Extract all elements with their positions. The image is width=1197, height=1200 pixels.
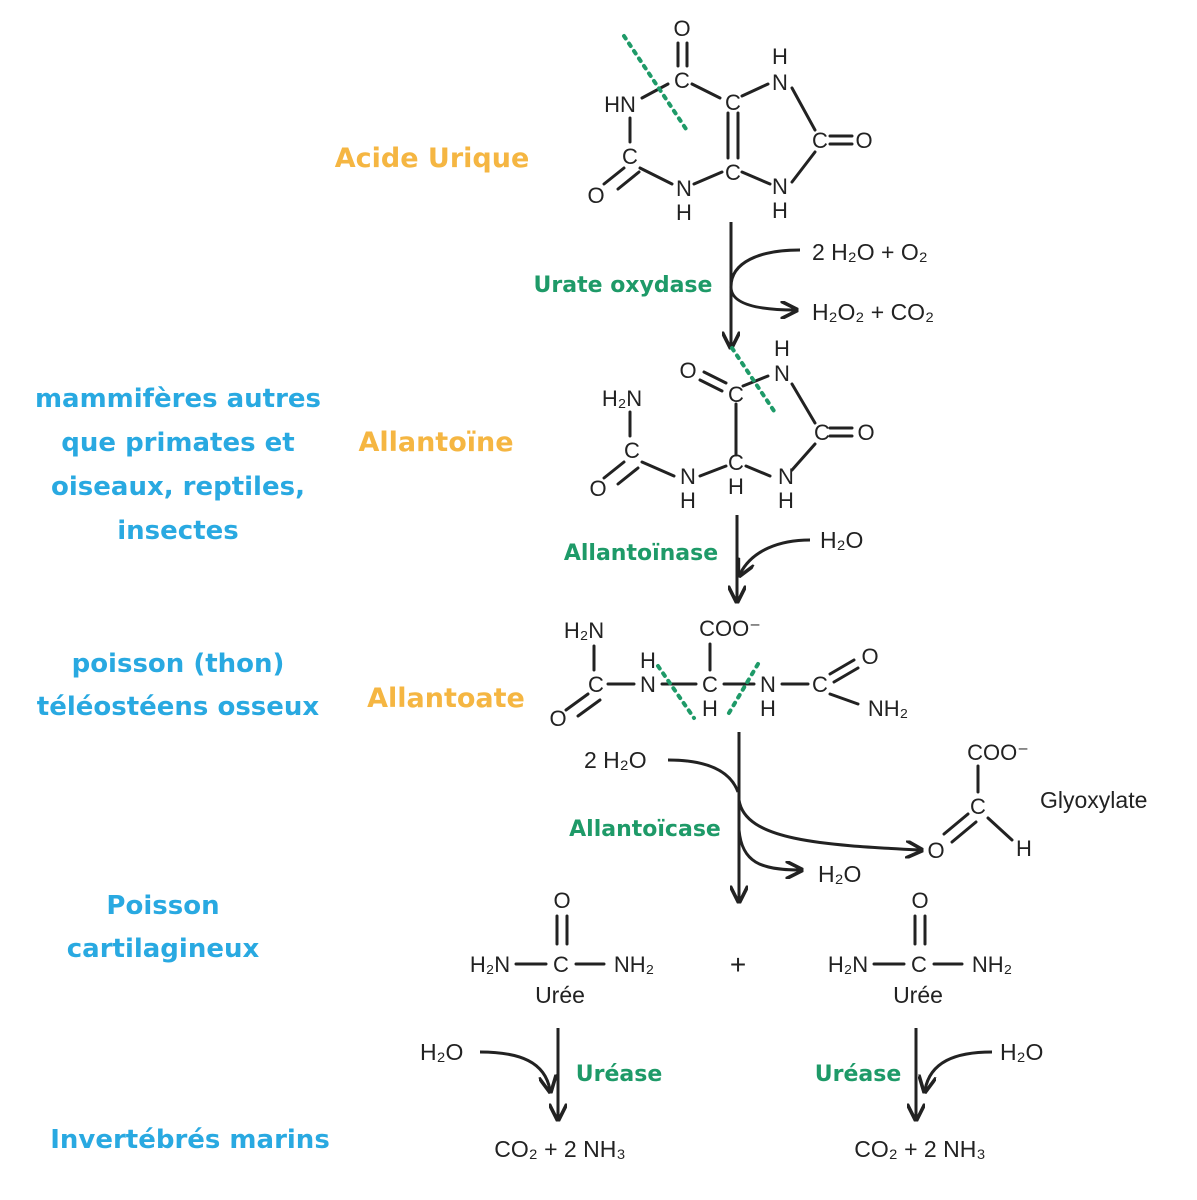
allantoin-structure: O C H N C O N H C H N H H₂N C O (589, 336, 874, 513)
atom-coo: COO⁻ (967, 740, 1029, 765)
allantoin-label: Allantoïne (358, 427, 513, 458)
atom-c: C (814, 420, 830, 445)
atom-h2n: H₂N (564, 618, 604, 643)
uric-acid-label: Acide Urique (335, 143, 530, 174)
reaction-arrow-2 (737, 515, 811, 600)
atom-o: O (549, 706, 566, 731)
species-mammals-line4: insectes (117, 516, 238, 546)
species-mammals-line1: mammifères autres (35, 384, 321, 414)
atom-n: N (676, 176, 692, 201)
atom-h: H (702, 696, 718, 721)
atom-o: O (861, 644, 878, 669)
species-fish-line1: poisson (thon) (72, 649, 285, 679)
atom-c: C (702, 672, 718, 697)
atom-h: H (774, 336, 790, 361)
atom-c: C (725, 160, 741, 185)
allantoate-structure: H₂N C O H N COO⁻ C H N H C O NH₂ (549, 616, 908, 731)
atom-o: O (553, 888, 570, 913)
atom-hn: HN (604, 92, 636, 117)
atom-o: O (855, 128, 872, 153)
atom-h: H (772, 198, 788, 223)
urea-right-structure: O H₂N C NH₂ (828, 888, 1012, 977)
allantoate-label: Allantoate (367, 683, 525, 714)
urease-left-products: CO₂ + 2 NH₃ (494, 1136, 625, 1162)
reaction-arrow-urease-left (479, 1028, 558, 1118)
atom-o: O (587, 183, 604, 208)
atom-h: H (728, 474, 744, 499)
glyoxylate-structure: COO⁻ C O H (927, 740, 1032, 863)
atom-coo: COO⁻ (699, 616, 761, 641)
atom-nh2: NH₂ (972, 952, 1012, 977)
species-invertebrates: Invertébrés marins (50, 1125, 330, 1155)
reaction3-water-in: 2 H₂O (584, 747, 647, 773)
reaction-arrow-1 (731, 222, 801, 346)
atom-o: O (927, 838, 944, 863)
atom-n: N (774, 361, 790, 386)
atom-n: N (772, 174, 788, 199)
uric-acid-structure: O C HN C O N H C C H N C O N H (587, 16, 872, 225)
urease-left-label: Uréase (576, 1062, 663, 1087)
reaction-arrow-urease-right (916, 1028, 993, 1118)
glyoxylate-label: Glyoxylate (1040, 787, 1147, 813)
species-fish-line2: téléostéens osseux (37, 692, 320, 722)
reaction-arrow-3 (667, 732, 920, 900)
atom-h: H (772, 44, 788, 69)
urease-right-water: H₂O (1000, 1039, 1043, 1065)
atom-h: H (760, 696, 776, 721)
species-cartilaginous-line2: cartilagineux (67, 934, 260, 964)
atom-c: C (970, 794, 986, 819)
reaction1-outputs: H₂O₂ + CO₂ (812, 299, 934, 325)
atom-o: O (911, 888, 928, 913)
atom-c: C (728, 382, 744, 407)
plus-sign: + (730, 949, 746, 980)
atom-h2n: H₂N (602, 386, 642, 411)
atom-c: C (911, 952, 927, 977)
urea-left-structure: O H₂N C NH₂ (470, 888, 654, 977)
urea-left-label: Urée (535, 982, 585, 1008)
atom-n: N (760, 672, 776, 697)
atom-o: O (589, 476, 606, 501)
urea-right-label: Urée (893, 982, 943, 1008)
atom-c: C (725, 90, 741, 115)
atom-c: C (624, 438, 640, 463)
atom-o: O (679, 358, 696, 383)
species-mammals-line2: que primates et (61, 428, 294, 458)
species-cartilaginous-line1: Poisson (106, 891, 219, 921)
atom-h: H (778, 488, 794, 513)
urease-right-products: CO₂ + 2 NH₃ (854, 1136, 985, 1162)
atom-o: O (673, 16, 690, 41)
atom-c: C (674, 68, 690, 93)
atom-nh2: NH₂ (614, 952, 654, 977)
reaction3-water-out: H₂O (818, 861, 861, 887)
atom-h: H (676, 200, 692, 225)
atom-c: C (812, 672, 828, 697)
reaction2-water: H₂O (820, 527, 863, 553)
atom-n: N (680, 464, 696, 489)
allantoicase-label: Allantoïcase (569, 817, 721, 842)
species-mammals-line3: oiseaux, reptiles, (51, 472, 305, 502)
urease-right-label: Uréase (815, 1062, 902, 1087)
atom-o: O (857, 420, 874, 445)
atom-n: N (778, 464, 794, 489)
reaction1-inputs: 2 H₂O + O₂ (812, 239, 928, 265)
atom-h: H (1016, 836, 1032, 861)
atom-nh2: NH₂ (868, 696, 908, 721)
atom-n: N (772, 70, 788, 95)
atom-h: H (680, 488, 696, 513)
urease-left-water: H₂O (420, 1039, 463, 1065)
allantoinase-label: Allantoïnase (564, 541, 718, 566)
atom-c: C (622, 144, 638, 169)
atom-h: H (640, 648, 656, 673)
atom-c: C (812, 128, 828, 153)
atom-n: N (640, 672, 656, 697)
atom-c: C (728, 450, 744, 475)
atom-c: C (553, 952, 569, 977)
atom-h2n: H₂N (470, 952, 510, 977)
atom-c: C (588, 672, 604, 697)
atom-h2n: H₂N (828, 952, 868, 977)
urate-oxidase-label: Urate oxydase (534, 273, 713, 298)
